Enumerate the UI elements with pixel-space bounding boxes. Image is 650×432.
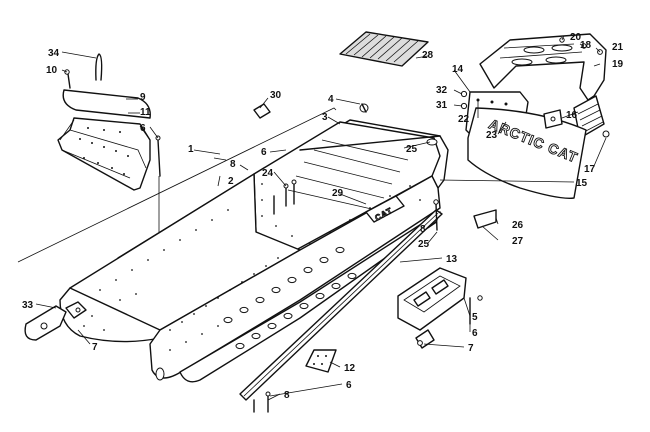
callout-8: 8	[420, 224, 426, 235]
callout-22: 22	[458, 114, 470, 125]
callout-12: 12	[344, 363, 356, 374]
callout-30: 30	[270, 90, 282, 101]
lower-fasteners	[253, 391, 271, 413]
plate-12	[305, 349, 337, 373]
callout-14: 14	[452, 64, 464, 75]
callout-31: 31	[436, 100, 448, 111]
callout-27: 27	[512, 236, 524, 247]
cover-panel-assembly	[57, 53, 161, 316]
callout-25: 25	[406, 144, 418, 155]
callouts: 34 10 9 11 6 1 2 8 6 30 4 3 28 25 24 29 …	[22, 32, 624, 401]
callout-21: 21	[612, 42, 624, 53]
callout-26: 26	[512, 220, 524, 231]
hitch-plate-33	[24, 301, 87, 341]
small-decal	[253, 103, 271, 119]
callout-23: 23	[486, 130, 498, 141]
plate-26-27	[473, 209, 497, 229]
callout-3: 3	[322, 112, 328, 123]
callout-2: 2	[228, 176, 234, 187]
callout-15: 15	[576, 178, 588, 189]
bolt-8-25	[433, 199, 439, 231]
bolt-4	[359, 103, 369, 113]
tunnel: CAT	[59, 119, 449, 401]
callout-4: 4	[328, 94, 334, 105]
callout-11: 11	[140, 107, 151, 118]
callout-6: 6	[261, 147, 267, 158]
callout-1: 1	[188, 144, 194, 155]
callout-25: 25	[418, 239, 430, 250]
callout-29: 29	[332, 188, 344, 199]
callout-8: 8	[230, 159, 236, 170]
callout-33: 33	[22, 300, 34, 311]
callout-7: 7	[92, 342, 98, 353]
callout-6: 6	[140, 123, 146, 134]
callout-10: 10	[46, 65, 58, 76]
grip-pad	[339, 31, 429, 67]
snow-flap-assembly: ARCTIC CAT	[460, 33, 610, 199]
tunnel-holes	[155, 138, 438, 381]
step-bracket	[397, 267, 483, 349]
callout-7: 7	[468, 343, 474, 354]
callout-5: 5	[472, 312, 478, 323]
callout-18: 18	[580, 40, 592, 51]
callout-17: 17	[584, 164, 596, 175]
callout-13: 13	[446, 254, 458, 265]
callout-8: 8	[284, 390, 290, 401]
callout-28: 28	[422, 50, 434, 61]
callout-20: 20	[570, 32, 582, 43]
rivets	[73, 183, 421, 351]
leader-lines	[17, 35, 607, 401]
callout-6: 6	[472, 328, 478, 339]
callout-24: 24	[262, 168, 274, 179]
callout-9: 9	[140, 92, 146, 103]
callout-6: 6	[346, 380, 352, 391]
callout-19: 19	[612, 59, 624, 70]
callout-16: 16	[566, 110, 578, 121]
callout-32: 32	[436, 85, 448, 96]
callout-34: 34	[48, 48, 60, 59]
